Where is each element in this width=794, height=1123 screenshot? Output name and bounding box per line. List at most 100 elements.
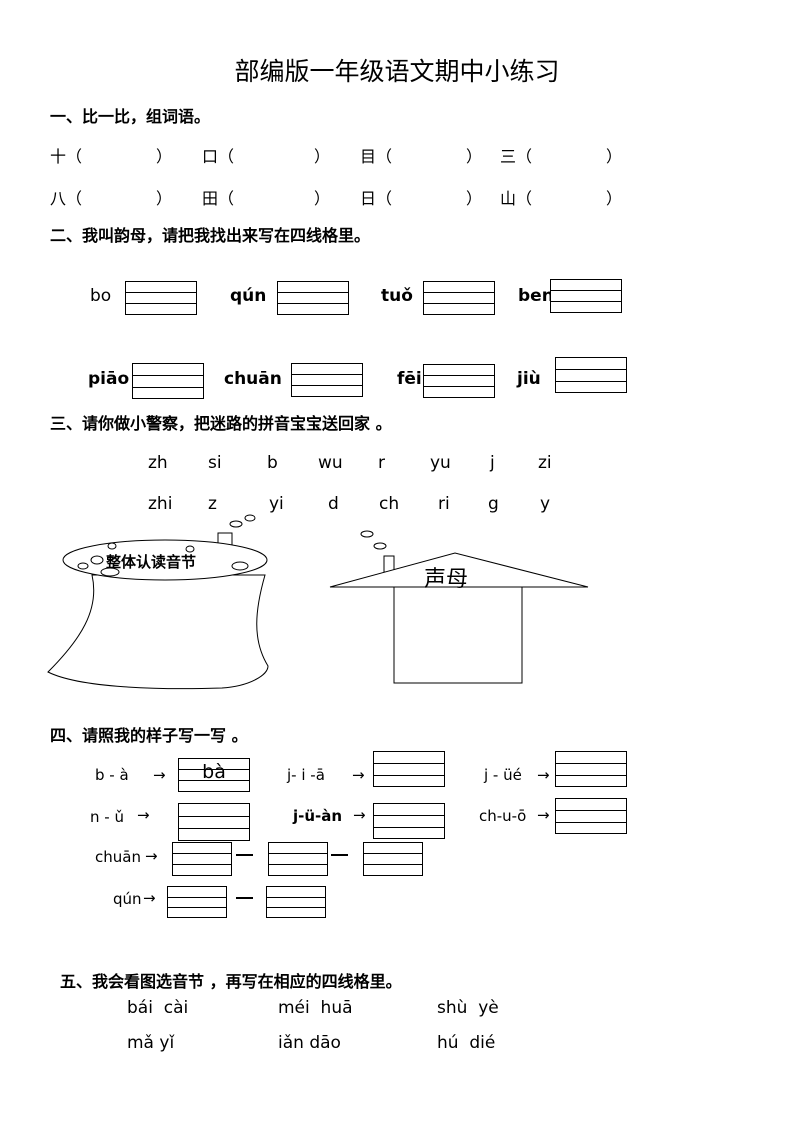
spelling-item: b - à [95,766,129,784]
arrow-icon: → [537,766,550,784]
pinyin-card[interactable]: wu [318,453,343,473]
pinyin-card[interactable]: y [540,494,551,514]
four-line-grid[interactable] [167,886,227,918]
pinyin-word: bo [90,286,112,306]
arrow-icon: → [537,806,550,824]
char-item: 三（ [500,147,533,166]
spelling-item: j- i -ā [287,766,325,784]
house-bubble [373,542,387,550]
example-answer: bà [202,761,226,783]
four-line-grid[interactable] [555,798,627,834]
pot-bubble [244,514,256,522]
dash-separator [236,897,253,899]
four-line-grid[interactable] [132,363,204,399]
house-wall [393,586,523,684]
syllable-option: shù yè [437,998,499,1018]
char-item: 山（ [500,189,533,208]
four-line-grid[interactable] [555,357,627,393]
pinyin-card[interactable]: ri [438,494,450,514]
pinyin-word: fēi [397,369,422,389]
char-item: 口（ [202,147,235,166]
char-item: 十（ [50,147,83,166]
pinyin-card[interactable]: si [208,453,222,473]
char-item: 田（ [202,189,235,208]
pinyin-card[interactable]: yu [430,453,451,473]
section-4-heading: 四、请照我的样子写一写 。 [50,726,248,745]
char-item: 目（ [360,147,393,166]
syllable-option: méi huā [278,998,353,1018]
section-5-heading: 五、我会看图选音节 ，再写在相应的四线格里。 [60,972,402,991]
pot-bubble [185,545,195,553]
four-line-grid[interactable] [172,842,232,876]
four-line-grid[interactable] [178,803,250,841]
four-line-grid[interactable] [555,751,627,787]
pinyin-word: piāo [88,369,130,389]
four-line-grid[interactable]: bà [178,758,250,792]
blank-close: ） [156,147,173,166]
four-line-grid[interactable] [373,751,445,787]
syllable-option: bái cài [127,998,189,1018]
blank-close: ） [466,147,483,166]
four-line-grid[interactable] [363,842,423,876]
four-line-grid[interactable] [291,363,363,397]
spelling-item: n - ǔ [90,808,124,826]
pinyin-card[interactable]: yi [269,494,284,514]
pinyin-card[interactable]: zhi [148,494,173,514]
spelling-item: j-ü-àn [293,807,343,825]
blank-close: ） [606,147,623,166]
pinyin-card[interactable]: j [490,453,495,473]
pot-bubble [77,562,89,570]
char-item: 八（ [50,189,83,208]
pot-body [47,574,269,690]
four-line-grid[interactable] [268,842,328,876]
pinyin-card[interactable]: d [328,494,339,514]
pot-bubble [229,520,243,528]
four-line-grid[interactable] [373,803,445,839]
section-2-heading: 二、我叫韵母，请把我找出来写在四线格里。 [50,226,371,245]
house-bubble [360,530,374,538]
four-line-grid[interactable] [423,364,495,398]
arrow-icon: → [137,806,150,824]
pinyin-word: jiù [517,369,541,389]
blank-close: ） [156,189,173,208]
pinyin-card[interactable]: zh [148,453,168,473]
four-line-grid[interactable] [550,279,622,313]
pinyin-card[interactable]: z [208,494,217,514]
pinyin-card[interactable]: zi [538,453,552,473]
pinyin-word: chuān [224,369,282,389]
pinyin-card[interactable]: ch [379,494,400,514]
char-item: 日（ [360,189,393,208]
spelling-item: qún [113,890,142,908]
house-label: 声母 [424,567,469,592]
pot-label: 整体认读音节 [106,553,197,571]
arrow-icon: → [145,847,158,865]
dash-separator [236,854,253,856]
pinyin-card[interactable]: b [267,453,278,473]
spelling-item: ch-u-ō [479,807,527,825]
pinyin-word: ben [518,286,554,306]
four-line-grid[interactable] [423,281,495,315]
four-line-grid[interactable] [266,886,326,918]
arrow-icon: → [352,766,365,784]
pinyin-card[interactable]: r [378,453,385,473]
pot-bubble [231,561,249,571]
pinyin-card[interactable]: g [488,494,499,514]
page-title: 部编版一年级语文期中小练习 [234,57,560,86]
blank-close: ） [466,189,483,208]
syllable-option: mǎ yǐ [127,1033,175,1053]
blank-close: ） [314,189,331,208]
four-line-grid[interactable] [277,281,349,315]
pot-rim [62,539,268,581]
pot-bubble [100,567,120,577]
dash-separator [331,854,348,856]
syllable-option: hú dié [437,1033,496,1053]
blank-close: ） [606,189,623,208]
spelling-item: chuān [95,848,141,866]
arrow-icon: → [153,766,166,784]
four-line-grid[interactable] [125,281,197,315]
section-3-heading: 三、请你做小警察，把迷路的拼音宝宝送回家 。 [50,414,392,433]
blank-close: ） [314,147,331,166]
arrow-icon: → [143,889,156,907]
